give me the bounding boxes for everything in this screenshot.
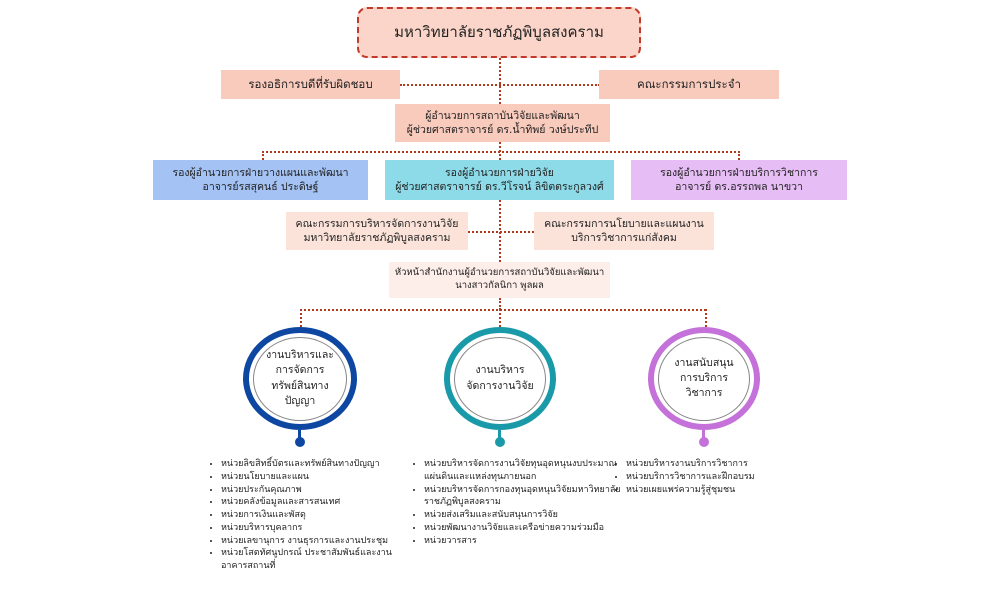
deputy-academic-service-name: อาจารย์ ดร.อรรถพล นาขวา — [675, 181, 803, 193]
connector-top-to-director — [499, 58, 501, 104]
connector-committees — [468, 231, 534, 233]
academic-service-policy-committee-line2: บริการวิชาการแก่สังคม — [571, 232, 677, 244]
list-item: หน่วยพัฒนางานวิจัยและเครือข่ายความร่วมมื… — [424, 522, 624, 535]
deputy-research-name: ผู้ช่วยศาสตราจารย์ ดร.วีโรจน์ ลิขิตตระกู… — [395, 181, 604, 193]
connector-division-left — [300, 309, 302, 327]
list-item: หน่วยประกันคุณภาพ — [221, 484, 411, 497]
list-item: หน่วยส่งเสริมและสนับสนุนการวิจัย — [424, 509, 624, 522]
research-management-committee-line2: มหาวิทยาลัยราชภัฏพิบูลสงคราม — [303, 232, 451, 244]
list-item: หน่วยบริหารจัดการงานวิจัยทุนอุดหนุนงบประ… — [424, 458, 624, 484]
list-item: หน่วยวารสาร — [424, 535, 624, 548]
deputy-planning-box: รองผู้อำนวยการฝ่ายวางแผนและพัฒนา อาจารย์… — [153, 160, 368, 200]
division-ip-dot — [295, 437, 305, 447]
office-head-box: หัวหน้าสำนักงานผู้อำนวยการสถาบันวิจัยและ… — [389, 262, 610, 298]
research-management-committee-box: คณะกรรมการบริหารจัดการงานวิจัย มหาวิทยาล… — [286, 212, 468, 250]
division-ip-line1: งานบริหารและ — [266, 349, 334, 362]
list-item: หน่วยเผยแพร่ความรู้สู่ชุมชน — [626, 484, 826, 497]
connector-division-center — [499, 309, 501, 327]
deputy-research-box: รองผู้อำนวยการฝ่ายวิจัย ผู้ช่วยศาสตราจาร… — [385, 160, 614, 200]
deputy-planning-title: รองผู้อำนวยการฝ่ายวางแผนและพัฒนา — [172, 166, 349, 179]
standing-committee-box: คณะกรรมการประจำ — [599, 70, 779, 99]
division-academic-service-dot — [699, 437, 709, 447]
deputy-planning-name: อาจารย์รสสุคนธ์ ประดิษฐ์ — [202, 181, 319, 193]
list-item: หน่วยบริหารงานบริการวิชาการ — [626, 458, 826, 471]
connector-office-down — [499, 298, 501, 310]
division-ip-inner-ring: งานบริหารและ การจัดการ ทรัพย์สินทาง ปัญญ… — [253, 336, 347, 421]
division-academic-service-line1: งานสนับสนุน — [674, 356, 734, 369]
division-research-line1: งานบริหาร — [475, 363, 525, 376]
vice-president-label: รองอธิการบดีที่รับผิดชอบ — [248, 76, 373, 91]
list-item: หน่วยบริการวิชาการและฝึกอบรม — [626, 471, 826, 484]
division-research-inner-ring: งานบริหาร จัดการงานวิจัย — [454, 336, 546, 421]
division-ip-unit-list: หน่วยลิขสิทธิ์บัตรและทรัพย์สินทางปัญญา ห… — [205, 458, 411, 573]
division-academic-service-line2: การบริการ — [679, 371, 729, 384]
list-item: หน่วยบริหารจัดการกองทุนอุดหนุนวิจัยมหาวิ… — [424, 484, 624, 510]
deputy-academic-service-box: รองผู้อำนวยการฝ่ายบริการวิชาการ อาจารย์ … — [631, 160, 847, 200]
connector-divisions-bar — [300, 309, 706, 311]
division-research-circle: งานบริหาร จัดการงานวิจัย — [444, 327, 556, 430]
connector-deputy-left — [262, 151, 264, 160]
connector-deputy-right — [738, 151, 740, 160]
office-head-name: นางสาวกัลนิกา พูลผล — [455, 280, 544, 291]
office-head-title: หัวหน้าสำนักงานผู้อำนวยการสถาบันวิจัยและ… — [394, 267, 605, 279]
director-box: ผู้อำนวยการสถาบันวิจัยและพัฒนา ผู้ช่วยศา… — [395, 104, 610, 142]
director-title: ผู้อำนวยการสถาบันวิจัยและพัฒนา — [425, 109, 580, 122]
connector-deputies-bar — [262, 151, 740, 153]
division-academic-service-stem — [702, 430, 705, 440]
list-item: หน่วยโสตทัศนูปกรณ์ ประชาสัมพันธ์และงานอา… — [221, 547, 411, 573]
research-management-committee-line1: คณะกรรมการบริหารจัดการงานวิจัย — [295, 217, 459, 230]
division-research-dot — [495, 437, 505, 447]
deputy-research-title: รองผู้อำนวยการฝ่ายวิจัย — [445, 166, 554, 179]
list-item: หน่วยคลังข้อมูลและสารสนเทศ — [221, 496, 411, 509]
list-item: หน่วยการเงินและพัสดุ — [221, 509, 411, 522]
division-research-unit-list: หน่วยบริหารจัดการงานวิจัยทุนอุดหนุนงบประ… — [408, 458, 624, 547]
division-ip-line3: ทรัพย์สินทาง — [271, 379, 329, 392]
division-academic-service-line3: วิชาการ — [685, 387, 723, 400]
university-title-box: มหาวิทยาลัยราชภัฏพิบูลสงคราม — [357, 7, 641, 58]
list-item: หน่วยบริหารบุคลากร — [221, 522, 411, 535]
division-ip-line2: การจัดการ — [275, 364, 325, 377]
division-ip-stem — [298, 430, 301, 440]
division-research-stem — [498, 430, 501, 440]
director-name: ผู้ช่วยศาสตราจารย์ ดร.น้ำทิพย์ วงษ์ประที… — [406, 124, 599, 136]
academic-service-policy-committee-line1: คณะกรรมการนโยบายและแผนงาน — [544, 217, 704, 230]
division-academic-service-unit-list: หน่วยบริหารงานบริการวิชาการ หน่วยบริการว… — [610, 458, 826, 496]
list-item: หน่วยลิขสิทธิ์บัตรและทรัพย์สินทางปัญญา — [221, 458, 411, 471]
vice-president-box: รองอธิการบดีที่รับผิดชอบ — [221, 70, 400, 99]
deputy-academic-service-title: รองผู้อำนวยการฝ่ายบริการวิชาการ — [660, 166, 818, 179]
connector-division-right — [705, 309, 707, 327]
academic-service-policy-committee-box: คณะกรรมการนโยบายและแผนงาน บริการวิชาการแ… — [534, 212, 714, 250]
division-academic-service-inner-ring: งานสนับสนุน การบริการ วิชาการ — [658, 336, 750, 421]
university-title: มหาวิทยาลัยราชภัฏพิบูลสงคราม — [394, 23, 604, 42]
division-ip-line4: ปัญญา — [284, 394, 316, 407]
division-academic-service-circle: งานสนับสนุน การบริการ วิชาการ — [648, 327, 760, 430]
division-ip-circle: งานบริหารและ การจัดการ ทรัพย์สินทาง ปัญญ… — [243, 327, 357, 430]
connector-row1 — [400, 84, 600, 86]
list-item: หน่วยนโยบายและแผน — [221, 471, 411, 484]
list-item: หน่วยเลขานุการ งานธุรการและงานประชุม — [221, 535, 411, 548]
division-research-line2: จัดการงานวิจัย — [466, 379, 534, 392]
standing-committee-label: คณะกรรมการประจำ — [637, 76, 741, 91]
